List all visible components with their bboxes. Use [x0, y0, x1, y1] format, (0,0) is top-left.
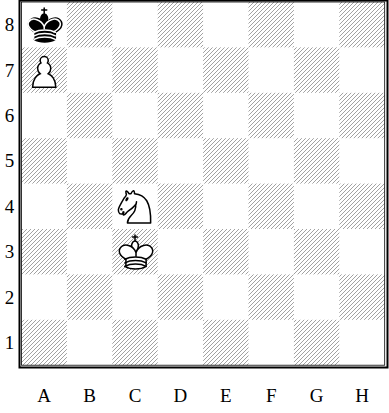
file-letter: G [310, 386, 324, 405]
board-squares [22, 2, 385, 365]
file-letter: A [37, 386, 51, 405]
dark-square [203, 138, 248, 183]
file-letter: E [220, 386, 232, 405]
rank-number: 1 [5, 333, 15, 352]
dark-square [158, 93, 203, 138]
rank-number: 3 [5, 242, 15, 261]
dark-square [158, 2, 203, 47]
rank-number: 8 [5, 15, 15, 34]
file-letter: H [355, 386, 369, 405]
rank-number: 6 [5, 106, 15, 125]
dark-square [158, 274, 203, 319]
dark-square [249, 93, 294, 138]
board-frame [20, 1, 388, 368]
board-edge [22, 2, 385, 365]
dark-square [203, 229, 248, 274]
dark-square [249, 274, 294, 319]
dark-square [339, 2, 384, 47]
dark-square [203, 320, 248, 365]
file-letter: C [129, 386, 142, 405]
rank-number: 7 [5, 61, 15, 80]
dark-square [67, 184, 112, 229]
black-king [28, 8, 62, 42]
dark-square [294, 320, 339, 365]
dark-square [22, 138, 67, 183]
white-king [119, 235, 153, 269]
rank-number: 5 [5, 151, 15, 170]
file-letter: D [174, 386, 188, 405]
dark-square [339, 184, 384, 229]
dark-square [249, 2, 294, 47]
file-letter: B [83, 386, 96, 405]
dark-square [67, 93, 112, 138]
dark-square [249, 184, 294, 229]
dark-square [112, 47, 157, 92]
dark-square [22, 229, 67, 274]
white-pawn [33, 56, 56, 87]
file-letter: F [266, 386, 277, 405]
dark-square [112, 138, 157, 183]
dark-square [294, 229, 339, 274]
rank-number: 4 [5, 197, 15, 216]
dark-square [294, 138, 339, 183]
dark-square [158, 184, 203, 229]
dark-square [112, 320, 157, 365]
dark-square [339, 93, 384, 138]
dark-square [67, 2, 112, 47]
dark-square [112, 229, 157, 274]
dark-square [294, 47, 339, 92]
white-knight [118, 191, 150, 223]
dark-square [22, 47, 67, 92]
dark-square [67, 274, 112, 319]
dark-square [339, 274, 384, 319]
dark-square [203, 47, 248, 92]
dark-square [22, 320, 67, 365]
rank-number: 2 [5, 288, 15, 307]
